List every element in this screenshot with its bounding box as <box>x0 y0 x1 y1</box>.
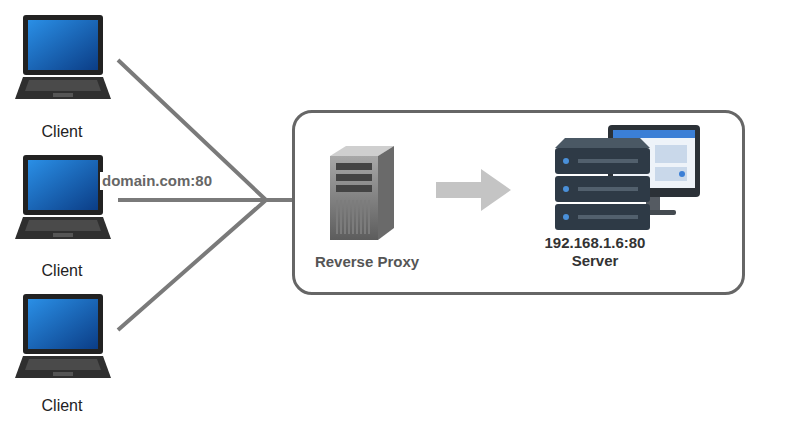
node-label: Client <box>6 397 118 415</box>
laptop-icon <box>15 294 111 378</box>
rack-top <box>555 138 650 148</box>
laptop-touchpad <box>53 93 73 97</box>
screen-panel <box>655 167 687 181</box>
drive-bay <box>336 174 372 181</box>
laptop-bezel <box>23 294 103 354</box>
laptop-base <box>15 356 111 378</box>
rack-unit <box>555 204 650 230</box>
laptop-screen <box>28 160 98 210</box>
tower-server-icon <box>330 146 394 240</box>
laptop-keyboard <box>25 80 101 91</box>
node-label: Server <box>511 252 679 270</box>
laptop-bezel <box>23 155 103 215</box>
forward-arrow <box>436 182 481 198</box>
node-label: Reverse Proxy <box>298 253 436 271</box>
proxy-group-box: Reverse Proxy 192.168.1.6:80Server <box>292 110 745 295</box>
tower-vents <box>336 200 372 234</box>
laptop-icon <box>15 15 111 99</box>
rack-slot <box>578 187 638 191</box>
screen-dot <box>679 171 685 177</box>
laptop-bezel <box>23 15 103 75</box>
server-icon <box>555 125 700 230</box>
laptop-keyboard <box>25 220 101 231</box>
rack-slot <box>578 159 638 163</box>
client-node: Client <box>6 284 118 415</box>
laptop-touchpad <box>53 233 73 237</box>
screen-panel <box>655 145 687 163</box>
server-node: 192.168.1.6:80Server <box>511 120 679 270</box>
laptop-keyboard <box>25 359 101 370</box>
laptop-icon <box>15 155 111 239</box>
screen-header <box>613 130 695 138</box>
drive-bay <box>336 185 372 192</box>
rack-led <box>563 214 569 220</box>
rack-led <box>563 158 569 164</box>
tower-side <box>378 146 394 240</box>
rack-slot <box>578 215 638 219</box>
tower-front <box>330 156 378 240</box>
reverse-proxy-node: Reverse Proxy <box>298 140 436 271</box>
client-node: Client <box>6 149 118 280</box>
edge-label: domain.com:80 <box>100 172 214 190</box>
laptop-screen <box>28 299 98 349</box>
node-label: Client <box>6 123 118 141</box>
laptop-base <box>15 77 111 99</box>
drive-bay <box>336 163 372 170</box>
node-label: Client <box>6 262 118 280</box>
rack-led <box>563 186 569 192</box>
request-line <box>118 200 292 330</box>
laptop-base <box>15 217 111 239</box>
rack-unit <box>555 176 650 202</box>
laptop-touchpad <box>53 372 73 376</box>
client-node: Client <box>6 10 118 141</box>
laptop-screen <box>28 20 98 70</box>
rack-unit <box>555 148 650 174</box>
address-label: 192.168.1.6:80 <box>511 234 679 252</box>
